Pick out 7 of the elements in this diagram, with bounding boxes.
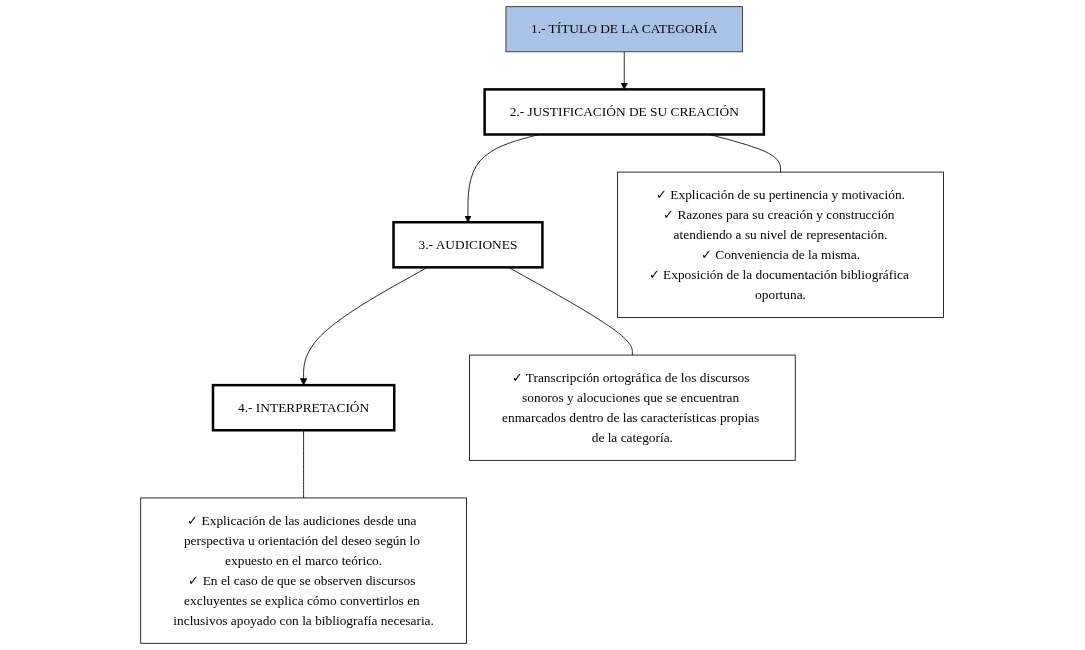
node-box: ✓ Transcripción ortográfica de los discursos sonoros y alocuciones que se encuentran enmarcados dentro de las características propias de la categoría. (469, 354, 797, 461)
node-box: 1.- TÍTULO DE LA CATEGORÍA (505, 6, 744, 53)
node-box: 4.- INTERPRETACIÓN (212, 383, 396, 432)
node-box: 2.- JUSTIFICACIÓN DE SU CREACIÓN (483, 88, 766, 136)
node-box: ✓ Explicación de las audiciones desde una perspectiva u orientación del deseo según lo expuesto en el marco teórico. ✓ En el caso de que se observen discursos excluyentes se explica cómo convertirlos en inclusivos apoyado con la bibliografía necesaria. (140, 497, 468, 644)
node-box: ✓ Explicación de su pertinencia y motivación. ✓ Razones para su creación y construcción atendiendo a su nivel de representación. ✓ Conveniencia de la misma. ✓ Exposición de la documentación bibliográfica oportuna. (617, 171, 945, 318)
node-box: 3.- AUDICIONES (392, 220, 545, 269)
